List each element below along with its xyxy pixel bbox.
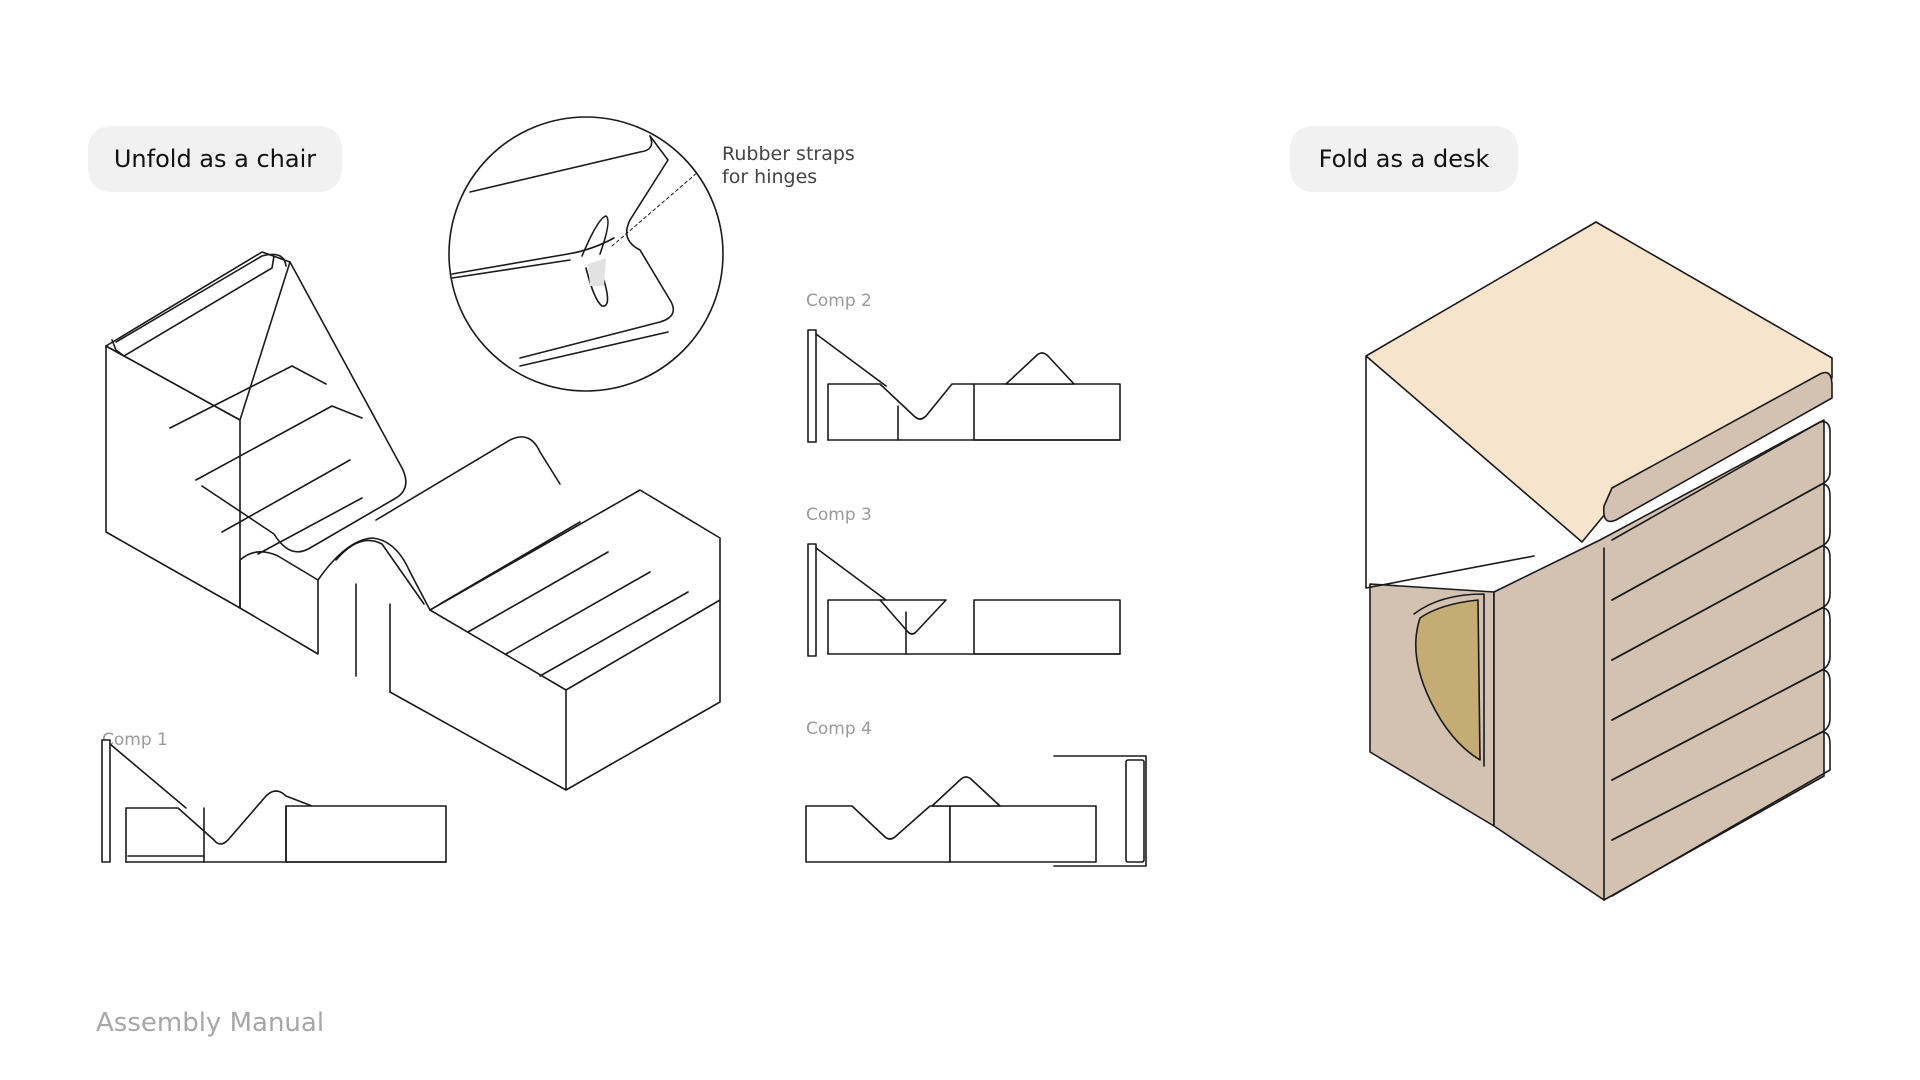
hinge-callout-line2: for hinges	[722, 166, 818, 188]
hinge-detail-circle	[448, 116, 724, 392]
comp2-label: Comp 2	[806, 291, 872, 311]
chair-isometric-drawing	[105, 251, 721, 791]
comp3-label: Comp 3	[806, 505, 872, 525]
fold-desk-label: Fold as a desk	[1318, 145, 1490, 173]
desk-isometric-drawing	[1365, 221, 1833, 901]
hinge-callout-line1: Rubber straps	[722, 143, 855, 165]
hinge-callout: Rubber straps for hinges	[722, 143, 855, 189]
comp2-diagram	[807, 329, 1121, 443]
unfold-chair-label: Unfold as a chair	[113, 145, 317, 173]
assembly-manual-title: Assembly Manual	[96, 1008, 325, 1038]
comp4-label: Comp 4	[806, 719, 872, 739]
comp1-diagram	[101, 739, 447, 863]
fold-desk-badge: Fold as a desk	[1290, 126, 1518, 192]
comp4-diagram	[805, 755, 1147, 867]
comp1-label: Comp 1	[102, 730, 168, 750]
unfold-chair-badge: Unfold as a chair	[88, 126, 342, 192]
comp3-diagram	[807, 543, 1121, 657]
